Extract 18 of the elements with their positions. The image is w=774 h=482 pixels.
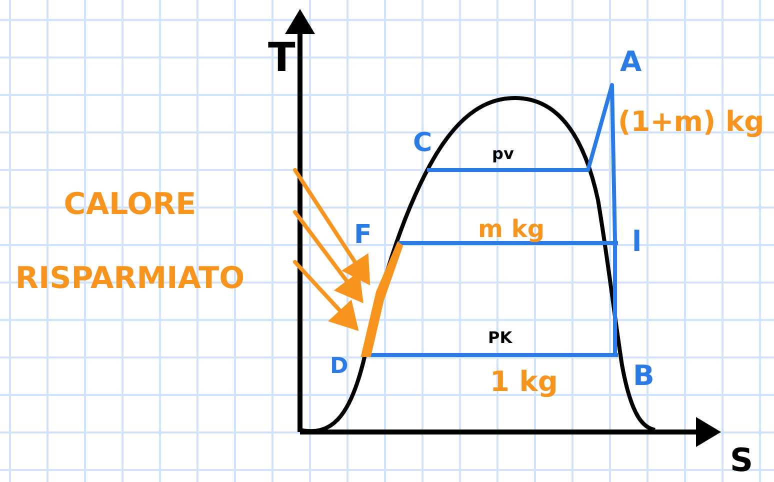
arrow — [293, 260, 359, 331]
point-label: B — [633, 362, 654, 390]
shaded-band — [360, 241, 404, 357]
mass-label: (1+m) kg — [618, 108, 764, 136]
pressure-label: PK — [488, 330, 512, 346]
point-label: C — [413, 130, 432, 156]
point-label: A — [620, 48, 642, 76]
point-label: F — [354, 222, 372, 248]
point-label: D — [330, 356, 348, 378]
annotation-text: CALORE RISPARMIATO — [14, 186, 246, 298]
arrow — [293, 168, 370, 286]
axis-label: T — [268, 38, 296, 78]
point-label: l — [632, 228, 642, 256]
mass-label: m kg — [478, 217, 545, 241]
mass-label: 1 kg — [490, 368, 558, 396]
axis-label: S — [730, 444, 754, 476]
arrow — [293, 210, 364, 304]
pressure-label: pv — [492, 146, 514, 162]
